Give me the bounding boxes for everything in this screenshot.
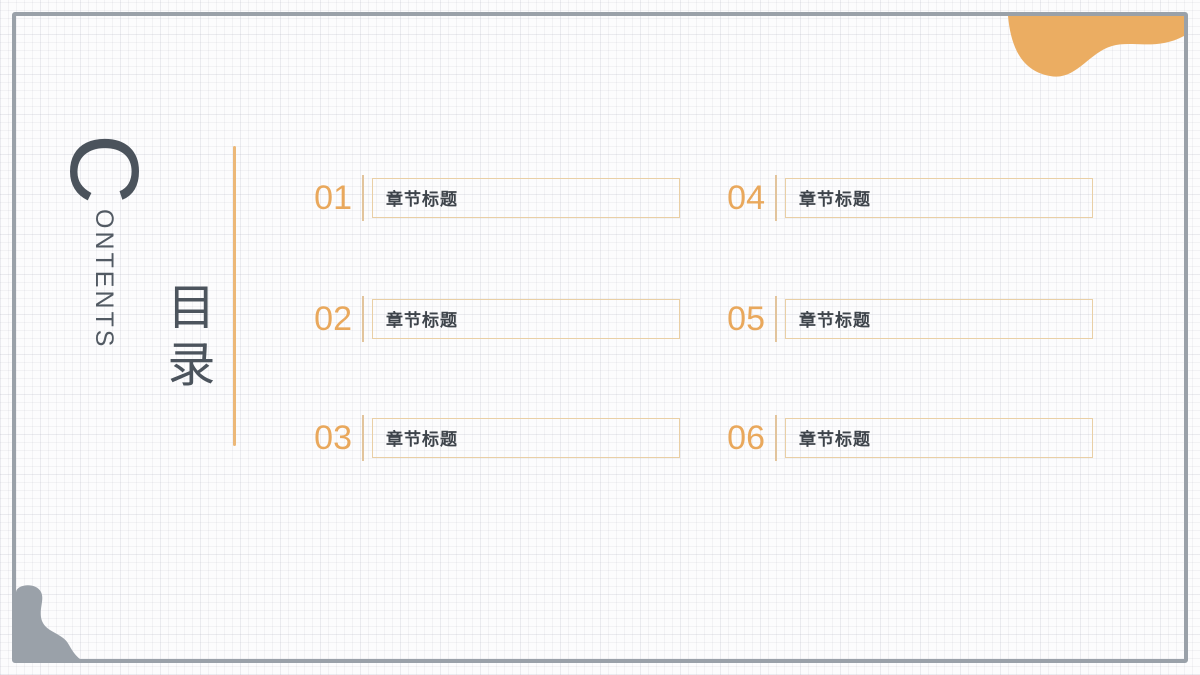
toc-item-divider [775,174,777,221]
toc-item-number: 03 [314,418,352,457]
contents-eyebrow: C ONTENTS [50,134,159,350]
toc-item-divider [362,295,364,342]
toc-item-05[interactable]: 05 章节标题 [717,294,1093,343]
section-title-box[interactable]: 章节标题 [372,417,680,458]
toc-item-04[interactable]: 04 章节标题 [717,173,1093,222]
toc-item-number: 01 [314,178,352,217]
toc-item-divider [362,414,364,461]
toc-item-divider [775,295,777,342]
section-title-box[interactable]: 章节标题 [785,177,1093,218]
toc-item-divider [362,174,364,221]
toc-item-02[interactable]: 02 章节标题 [304,294,680,343]
toc-item-number: 04 [727,178,765,217]
toc-item-number: 02 [314,299,352,338]
contents-rest-letters: ONTENTS [90,209,118,350]
gray-blob-decoration [16,585,80,659]
contents-initial-letter: C [50,134,159,205]
section-title-box[interactable]: 章节标题 [372,298,680,339]
orange-blob-decoration [1008,16,1184,77]
toc-item-06[interactable]: 06 章节标题 [717,413,1093,462]
section-title-box[interactable]: 章节标题 [372,177,680,218]
toc-item-03[interactable]: 03 章节标题 [304,413,680,462]
page-title: 目录 [159,282,213,396]
section-title-label: 章节标题 [386,311,458,330]
section-title-box[interactable]: 章节标题 [785,417,1093,458]
toc-item-number: 05 [727,299,765,338]
section-title-label: 章节标题 [386,190,458,209]
section-title-label: 章节标题 [799,190,871,209]
section-title-box[interactable]: 章节标题 [785,298,1093,339]
toc-item-01[interactable]: 01 章节标题 [304,173,680,222]
accent-divider-line [233,146,236,446]
section-title-label: 章节标题 [799,311,871,330]
section-title-label: 章节标题 [799,430,871,449]
toc-item-divider [775,414,777,461]
section-title-label: 章节标题 [386,430,458,449]
toc-item-number: 06 [727,418,765,457]
